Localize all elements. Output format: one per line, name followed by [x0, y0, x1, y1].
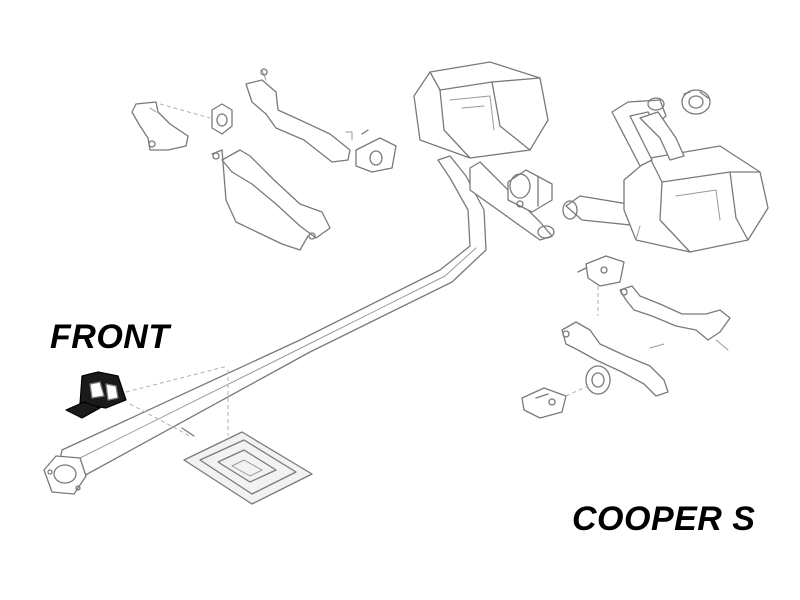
rear-lower-guide	[565, 385, 589, 397]
rear-mount-bracket	[577, 255, 625, 287]
rear-lower-bracket	[521, 387, 567, 419]
rear-rubber-hanger	[681, 89, 711, 115]
rear-connector-pipe	[562, 195, 641, 227]
rear-rubber-mount	[585, 365, 611, 395]
upper-hanger-rod	[131, 101, 189, 151]
front-bolt	[181, 427, 195, 437]
upper-side-bracket	[355, 129, 397, 173]
front-flange	[43, 455, 87, 495]
front-pipe	[57, 155, 487, 479]
front-label: FRONT	[50, 318, 170, 356]
upper-long-bracket	[245, 68, 353, 163]
front-hanger-bracket	[65, 371, 127, 419]
upper-cross-strap	[211, 149, 331, 251]
upper-rod-guide	[159, 103, 211, 119]
front-hanger-guide	[125, 365, 229, 393]
upper-rubber-mount	[211, 103, 233, 135]
heat-shield-plate	[183, 431, 313, 505]
front-bolt-guide	[129, 403, 191, 437]
centre-muffler	[413, 61, 549, 159]
rear-muffler	[623, 145, 769, 253]
rear-hanger-rod-upper	[619, 285, 731, 351]
pipe-clamp	[507, 169, 553, 213]
rear-tailpipes	[611, 97, 685, 167]
model-label: COOPER S	[572, 500, 756, 538]
rear-hanger-rod-lower	[561, 321, 669, 397]
